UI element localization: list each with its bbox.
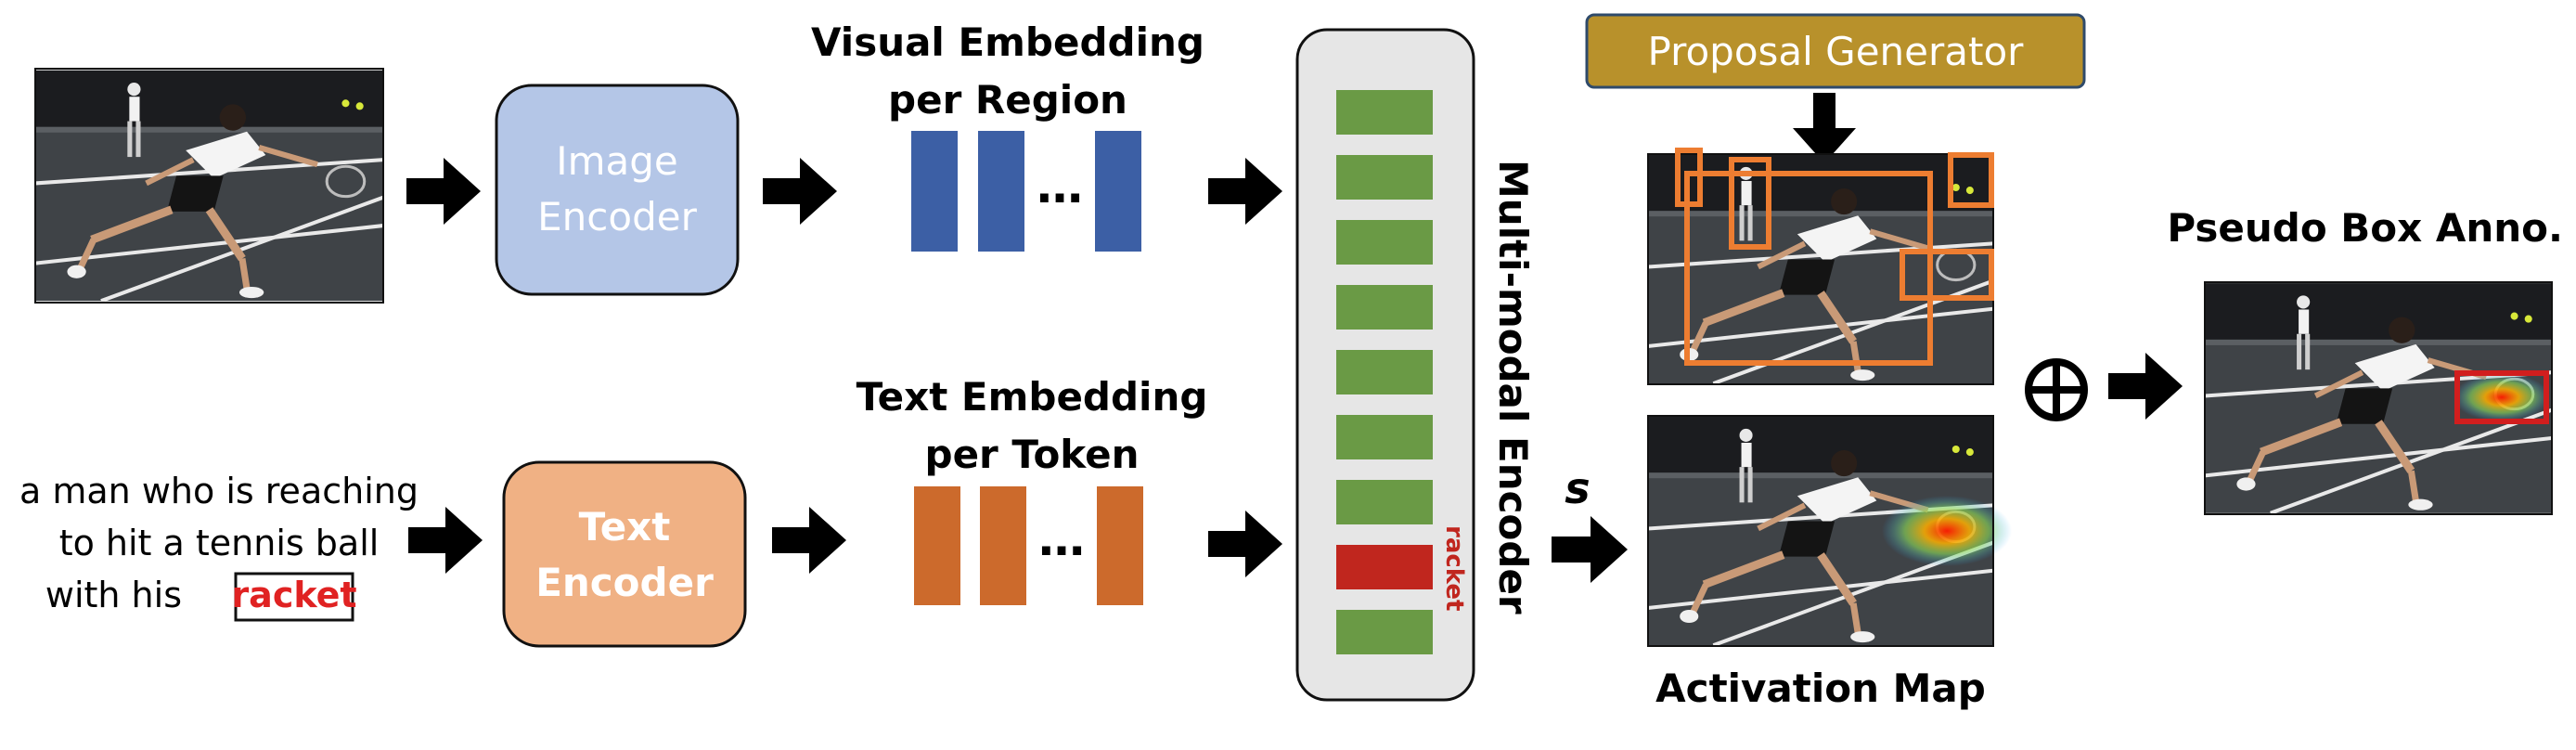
proposal-box [1948,152,1994,208]
mm-token [1336,610,1433,654]
visual-embed-bar [911,131,958,252]
input-image-border [34,68,384,304]
input-image [35,71,383,301]
caption-line3-prefix: with his [45,575,182,615]
text-embed-bar [980,486,1026,605]
mm-token [1336,155,1433,200]
proposal-box [1675,148,1703,207]
mm-encoder-label: Multi-modal Encoder [1490,160,1536,614]
mm-token [1336,350,1433,394]
text-embed-ellipsis: … [1038,512,1085,566]
activation-map-label: Activation Map [1655,666,1986,711]
pseudo-box [2454,370,2549,424]
arrow-proposal-down [1793,93,1856,163]
arrow-visual-embed-to-mm [1208,158,1282,225]
text-embed-title-line2: per Token [925,432,1140,477]
proposal-box [1684,171,1933,366]
text-embed-bar [914,486,960,605]
arrow-text-embed-to-mm [1208,511,1282,577]
pseudo-box-heat [2454,373,2550,421]
mm-token [1336,285,1433,330]
caption-line1: a man who is reaching [19,471,419,511]
visual-embed-title-line1: Visual Embedding [811,19,1204,65]
arrow-mm-to-activation [1552,516,1628,583]
visual-embed-ellipsis: … [1037,160,1083,213]
multimodal-encoder: racket [1295,28,1475,702]
proposal-box [1729,157,1771,250]
mm-token-highlight [1336,545,1433,589]
visual-embed-bar [978,131,1024,252]
highlight-word: racket [231,575,356,615]
highlight-word-box [234,572,354,622]
score-label: s [1565,463,1590,513]
image-encoder-line2: Encoder [537,194,697,239]
caption-line2: to hit a tennis ball [59,523,380,563]
visual-embed-bar [1095,131,1141,252]
mm-token [1336,220,1433,265]
visual-embed-title-line2: per Region [888,77,1127,123]
pseudo-box-label: Pseudo Box Anno. [2167,205,2563,251]
activation-image-border [1647,415,1994,647]
proposal-box [1900,249,1994,301]
text-embed-title-line1: Text Embedding [857,374,1208,420]
image-encoder-line1: Image [556,138,678,184]
arrow-to-pseudo [2108,353,2183,420]
image-encoder: Image Encoder [495,84,740,296]
mm-token [1336,480,1433,524]
proposal-generator-label: Proposal Generator [1648,29,2025,74]
text-embed-bar [1097,486,1143,605]
proposal-generator: Proposal Generator [1585,13,2086,89]
pseudo-box-image-border [2204,281,2553,515]
mm-token [1336,90,1433,135]
arrow-encoder-to-text-embed [772,507,846,574]
mm-token [1336,415,1433,459]
text-encoder-line1: Text [579,504,671,550]
arrow-encoder-to-visual-embed [763,158,837,225]
mm-highlight-token-label: racket [1440,525,1468,611]
text-encoder-line2: Encoder [535,560,714,605]
arrow-caption-to-encoder [408,507,483,574]
activation-heat [1882,496,2012,566]
arrow-image-to-encoder [406,158,481,225]
text-encoder: Text Encoder [502,460,747,648]
